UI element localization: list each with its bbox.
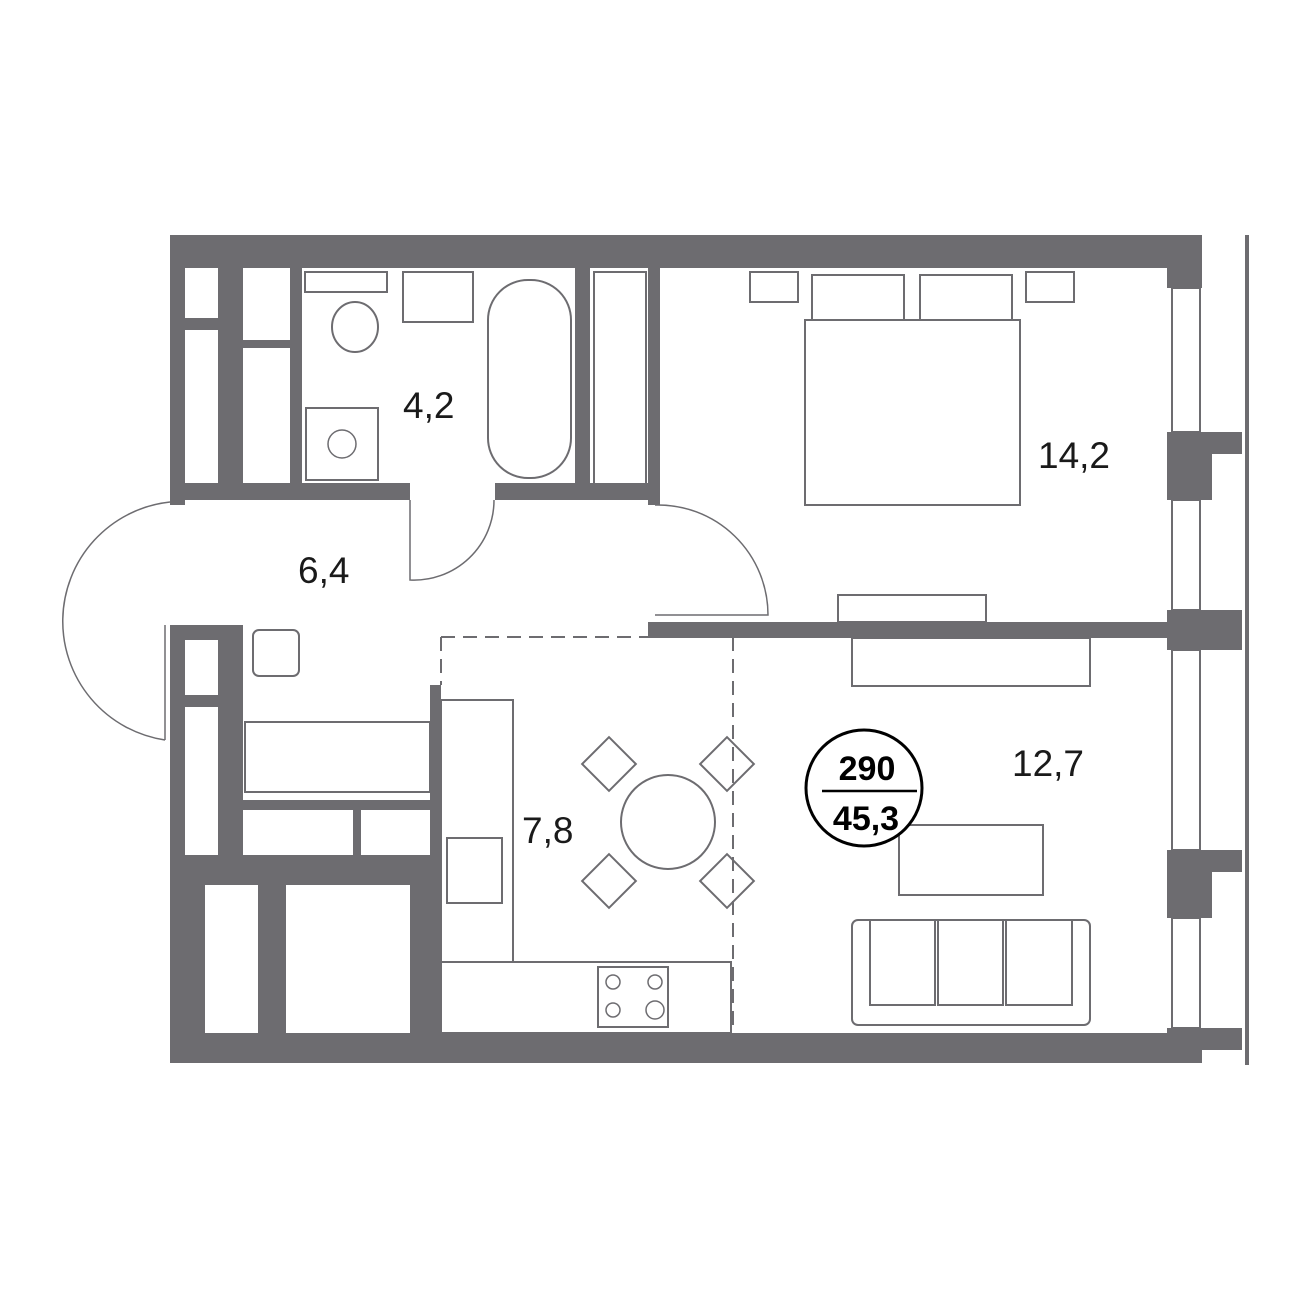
- apartment-number: 290: [839, 750, 896, 788]
- area-label-bathroom: 4,2: [403, 385, 454, 426]
- area-label-kitchen: 7,8: [522, 810, 573, 851]
- apartment-badge: 290 45,3: [804, 728, 924, 848]
- area-label-bedroom: 14,2: [1038, 435, 1110, 476]
- area-label-living-room: 12,7: [1012, 743, 1084, 784]
- windows: [1171, 287, 1201, 1029]
- total-area: 45,3: [833, 800, 899, 838]
- doors: [62, 499, 769, 741]
- walls: [170, 235, 1249, 1065]
- area-label-hallway: 6,4: [298, 550, 349, 591]
- furniture: [244, 271, 1091, 1034]
